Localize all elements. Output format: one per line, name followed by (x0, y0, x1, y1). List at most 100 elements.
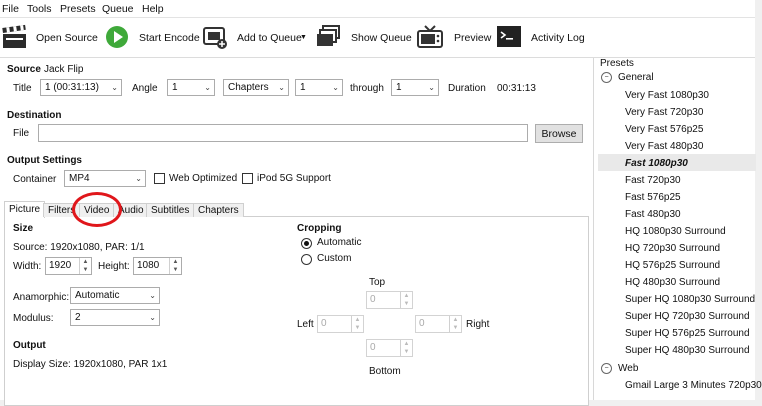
modulus-select[interactable]: 2⌄ (70, 309, 160, 326)
presets-heading: Presets (600, 58, 634, 69)
destination-heading: Destination (7, 110, 62, 121)
web-optimized-checkbox[interactable] (154, 173, 165, 184)
end-chapter-select[interactable]: 1⌄ (391, 79, 439, 96)
preset-item[interactable]: HQ 480p30 Surround (625, 277, 721, 288)
spin-up-icon[interactable]: ▲ (82, 259, 89, 265)
preset-item[interactable]: Super HQ 720p30 Surround (625, 311, 750, 322)
ipod-support-checkbox[interactable] (242, 173, 253, 184)
collapse-web-icon[interactable]: − (601, 363, 612, 374)
stepper-buttons: ▲▼ (79, 258, 91, 274)
preset-item[interactable]: Very Fast 576p25 (625, 124, 704, 135)
ipod-support-label: iPod 5G Support (257, 173, 331, 184)
crop-bottom-label: Bottom (369, 366, 401, 377)
menu-help[interactable]: Help (142, 3, 164, 15)
queue-icon (317, 25, 340, 46)
menu-file[interactable]: File (2, 3, 19, 15)
spin-up-icon[interactable]: ▲ (354, 317, 361, 323)
title-select[interactable]: 1 (00:31:13) ⌄ (40, 79, 122, 96)
menu-presets[interactable]: Presets (60, 3, 96, 15)
anamorphic-select[interactable]: Automatic⌄ (70, 287, 160, 304)
start-encode-label: Start Encode (139, 32, 200, 44)
preset-item-selected[interactable]: Fast 1080p30 (625, 158, 688, 169)
crop-left-value: 0 (321, 318, 327, 329)
preset-item[interactable]: Very Fast 1080p30 (625, 90, 709, 101)
spin-up-icon[interactable]: ▲ (172, 259, 179, 265)
dropdown-arrow-icon[interactable]: ▼ (300, 34, 307, 41)
chevron-down-icon: ⌄ (111, 83, 118, 92)
tab-subtitles[interactable]: Subtitles (146, 203, 195, 217)
crop-bottom-stepper[interactable]: 0▲▼ (366, 339, 413, 357)
preset-item[interactable]: Gmail Large 3 Minutes 720p30 (625, 380, 762, 391)
duration-label: Duration (448, 83, 486, 94)
angle-label: Angle (132, 83, 158, 94)
chevron-down-icon: ⌄ (135, 174, 142, 183)
web-optimized-label: Web Optimized (169, 173, 238, 184)
open-source-label: Open Source (36, 32, 98, 44)
width-stepper[interactable]: 1920▲▼ (45, 257, 92, 275)
preset-group-web[interactable]: Web (618, 363, 639, 374)
collapse-general-icon[interactable]: − (601, 72, 612, 83)
crop-left-label: Left (297, 319, 314, 330)
range-mode-select[interactable]: Chapters ⌄ (223, 79, 289, 96)
range-mode-value: Chapters (228, 82, 269, 93)
source-heading: Source (7, 64, 41, 75)
file-path-input[interactable] (38, 124, 528, 142)
preset-group-general[interactable]: General (618, 72, 654, 83)
crop-left-stepper[interactable]: 0▲▼ (317, 315, 364, 333)
crop-custom-label: Custom (317, 253, 352, 264)
spin-up-icon[interactable]: ▲ (452, 317, 459, 323)
height-stepper[interactable]: 1080▲▼ (133, 257, 182, 275)
crop-automatic-radio[interactable] (301, 238, 312, 249)
menu-tools[interactable]: Tools (27, 3, 52, 15)
preset-item[interactable]: Very Fast 480p30 (625, 141, 704, 152)
preset-item[interactable]: Fast 480p30 (625, 209, 681, 220)
spin-up-icon[interactable]: ▲ (403, 293, 410, 299)
play-icon (106, 26, 128, 48)
browse-button[interactable]: Browse (535, 124, 583, 143)
preset-item[interactable]: HQ 576p25 Surround (625, 260, 721, 271)
preset-item[interactable]: Very Fast 720p30 (625, 107, 704, 118)
output-heading: Output (13, 340, 46, 351)
crop-custom-radio[interactable] (301, 254, 312, 265)
spin-down-icon[interactable]: ▼ (452, 325, 459, 331)
container-select[interactable]: MP4 ⌄ (64, 170, 146, 187)
container-select-value: MP4 (69, 173, 90, 184)
through-label: through (350, 83, 384, 94)
spin-down-icon[interactable]: ▼ (403, 349, 410, 355)
spin-down-icon[interactable]: ▼ (403, 301, 410, 307)
preset-item[interactable]: Fast 576p25 (625, 192, 681, 203)
preset-item[interactable]: Super HQ 576p25 Surround (625, 328, 750, 339)
menu-queue[interactable]: Queue (102, 3, 134, 15)
crop-right-stepper[interactable]: 0▲▼ (415, 315, 462, 333)
title-select-value: 1 (00:31:13) (45, 82, 99, 93)
width-value: 1920 (49, 260, 72, 271)
preset-item[interactable]: HQ 720p30 Surround (625, 243, 721, 254)
spin-up-icon[interactable]: ▲ (403, 341, 410, 347)
spin-down-icon[interactable]: ▼ (82, 267, 89, 273)
preset-item[interactable]: Fast 720p30 (625, 175, 681, 186)
chevron-down-icon: ⌄ (149, 313, 156, 322)
preset-item[interactable]: HQ 1080p30 Surround (625, 226, 726, 237)
container-label: Container (13, 174, 57, 185)
size-heading: Size (13, 223, 34, 234)
tab-picture[interactable]: Picture (4, 201, 46, 218)
start-chapter-select[interactable]: 1⌄ (295, 79, 343, 96)
angle-select[interactable]: 1⌄ (167, 79, 215, 96)
modulus-label: Modulus: (13, 313, 54, 324)
stepper-buttons: ▲▼ (400, 292, 412, 308)
spin-down-icon[interactable]: ▼ (354, 325, 361, 331)
tab-chapters[interactable]: Chapters (193, 203, 244, 217)
preset-item[interactable]: Super HQ 480p30 Surround (625, 345, 750, 356)
crop-top-stepper[interactable]: 0▲▼ (366, 291, 413, 309)
preset-item[interactable]: Super HQ 1080p30 Surround (625, 294, 756, 305)
chevron-down-icon: ⌄ (428, 83, 435, 92)
spin-down-icon[interactable]: ▼ (172, 267, 179, 273)
stepper-buttons: ▲▼ (351, 316, 363, 332)
start-chapter-value: 1 (300, 82, 306, 93)
duration-value: 00:31:13 (497, 83, 536, 94)
show-queue-label: Show Queue (351, 32, 412, 44)
height-label: Height: (98, 261, 130, 272)
chevron-down-icon: ⌄ (278, 83, 285, 92)
source-resolution: Source: 1920x1080, PAR: 1/1 (13, 242, 145, 253)
clapperboard-icon (2, 24, 26, 48)
